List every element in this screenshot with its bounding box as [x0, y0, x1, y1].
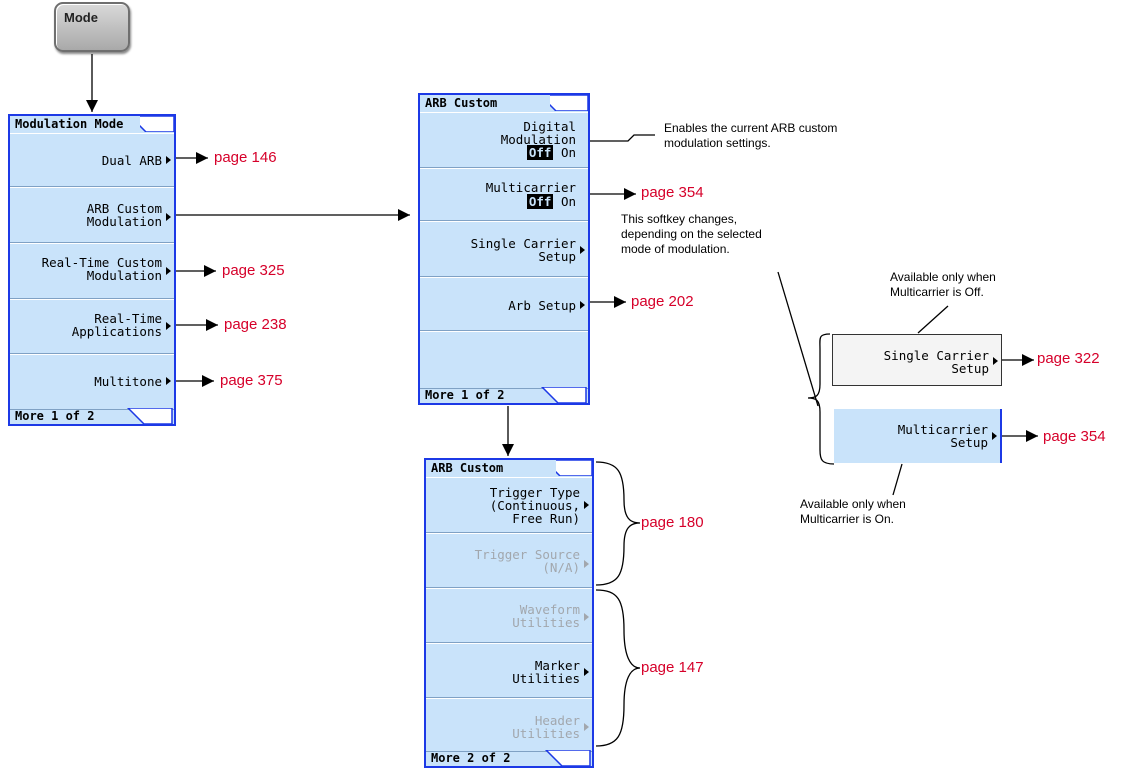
real-time-applications-softkey[interactable]: Real-Time Applications [10, 299, 174, 354]
dual-arb-softkey[interactable]: Dual ARB [10, 133, 174, 187]
on-state: On [560, 145, 576, 160]
marker-utilities-label: Marker Utilities [512, 658, 580, 686]
submenu-arrow-icon [580, 301, 585, 309]
page-ref-trigger[interactable]: page 180 [641, 514, 704, 531]
page-ref-utilities[interactable]: page 147 [641, 659, 704, 676]
more-1-of-2-label: More 1 of 2 [425, 388, 505, 402]
submenu-arrow-icon [166, 156, 171, 164]
empty-softkey[interactable] [420, 331, 588, 389]
page-ref-arb-setup[interactable]: page 202 [631, 293, 694, 310]
page-ref-dual-arb[interactable]: page 146 [214, 149, 277, 166]
submenu-arrow-icon [584, 501, 589, 509]
off-state-highlight: Off [526, 194, 554, 209]
arb-custom-menu-page-2: ARB Custom Trigger Type (Continuous, Fre… [424, 458, 594, 768]
multitone-softkey[interactable]: Multitone [10, 354, 174, 410]
title-tab-edge [128, 116, 175, 132]
mode-hardkey[interactable]: Mode [54, 2, 130, 52]
real-time-custom-modulation-label: Real-Time Custom Modulation [41, 255, 162, 283]
submenu-arrow-icon [166, 377, 171, 385]
header-utilities-softkey[interactable]: Header Utilities [426, 698, 592, 752]
note-digital-modulation: Enables the current ARB custom modulatio… [664, 121, 838, 150]
arb-custom-modulation-label: ARB Custom Modulation [86, 201, 162, 229]
footer-tab-edge [540, 387, 587, 403]
single-carrier-setup-label: Single Carrier Setup [470, 236, 576, 264]
note-available-on: Available only when Multicarrier is On. [800, 497, 906, 526]
trigger-type-softkey[interactable]: Trigger Type (Continuous, Free Run) [426, 477, 592, 533]
submenu-arrow-icon [166, 213, 171, 221]
trigger-source-softkey[interactable]: Trigger Source (N/A) [426, 533, 592, 588]
digital-modulation-toggle[interactable]: Off On [526, 145, 576, 160]
submenu-arrow-icon [584, 723, 589, 731]
dual-arb-label: Dual ARB [101, 153, 162, 168]
menu-title: Modulation Mode [10, 116, 140, 132]
multitone-label: Multitone [94, 374, 162, 389]
menu-title: ARB Custom [426, 460, 556, 476]
page-ref-multicarrier-setup[interactable]: page 354 [1043, 428, 1106, 445]
single-carrier-setup-alt-softkey[interactable]: Single Carrier Setup [832, 334, 1002, 386]
waveform-utilities-label: Waveform Utilities [512, 602, 580, 630]
submenu-arrow-icon [166, 267, 171, 275]
single-carrier-setup-alt-label: Single Carrier Setup [883, 348, 989, 376]
note-available-off: Available only when Multicarrier is Off. [890, 270, 996, 299]
modulation-mode-menu: Modulation Mode Dual ARB ARB Custom Modu… [8, 114, 176, 426]
arb-setup-label: Arb Setup [508, 298, 576, 313]
more-1-of-2-label: More 1 of 2 [15, 409, 95, 423]
page-ref-real-time-applications[interactable]: page 238 [224, 316, 287, 333]
real-time-applications-label: Real-Time Applications [71, 311, 162, 339]
multicarrier-label: Multicarrier [485, 180, 576, 195]
page-ref-multitone[interactable]: page 375 [220, 372, 283, 389]
header-utilities-label: Header Utilities [512, 713, 580, 741]
submenu-arrow-icon [992, 432, 997, 440]
off-state-highlight: Off [526, 145, 554, 160]
digital-modulation-label: Digital Modulation [500, 119, 576, 147]
arb-custom-modulation-softkey[interactable]: ARB Custom Modulation [10, 187, 174, 243]
digital-modulation-softkey[interactable]: Digital Modulation Off On [420, 112, 588, 168]
single-carrier-setup-softkey[interactable]: Single Carrier Setup [420, 221, 588, 277]
on-state: On [560, 194, 576, 209]
submenu-arrow-icon [580, 246, 585, 254]
trigger-type-label: Trigger Type (Continuous, Free Run) [489, 485, 580, 526]
arb-setup-softkey[interactable]: Arb Setup [420, 277, 588, 331]
mode-key-label: Mode [64, 10, 98, 25]
arb-custom-menu-page-1: ARB Custom Digital Modulation Off On Mul… [418, 93, 590, 405]
submenu-arrow-icon [584, 613, 589, 621]
footer-tab-edge [544, 750, 591, 766]
marker-utilities-softkey[interactable]: Marker Utilities [426, 643, 592, 698]
waveform-utilities-softkey[interactable]: Waveform Utilities [426, 588, 592, 643]
title-tab-edge [538, 95, 589, 111]
submenu-arrow-icon [166, 322, 171, 330]
multicarrier-setup-alt-softkey[interactable]: Multicarrier Setup [834, 409, 1002, 463]
multicarrier-setup-alt-label: Multicarrier Setup [897, 422, 988, 450]
page-ref-real-time-custom[interactable]: page 325 [222, 262, 285, 279]
multicarrier-toggle[interactable]: Off On [526, 194, 576, 209]
multicarrier-softkey[interactable]: Multicarrier Off On [420, 168, 588, 221]
trigger-source-label: Trigger Source (N/A) [474, 547, 580, 575]
page-ref-single-carrier-setup[interactable]: page 322 [1037, 350, 1100, 367]
menu-title: ARB Custom [420, 95, 550, 111]
submenu-arrow-icon [584, 668, 589, 676]
real-time-custom-modulation-softkey[interactable]: Real-Time Custom Modulation [10, 243, 174, 299]
submenu-arrow-icon [993, 357, 998, 365]
more-2-of-2-label: More 2 of 2 [431, 751, 511, 765]
note-softkey-changes: This softkey changes, depending on the s… [621, 212, 762, 256]
footer-tab-edge [126, 408, 173, 424]
page-ref-multicarrier[interactable]: page 354 [641, 184, 704, 201]
submenu-arrow-icon [584, 560, 589, 568]
